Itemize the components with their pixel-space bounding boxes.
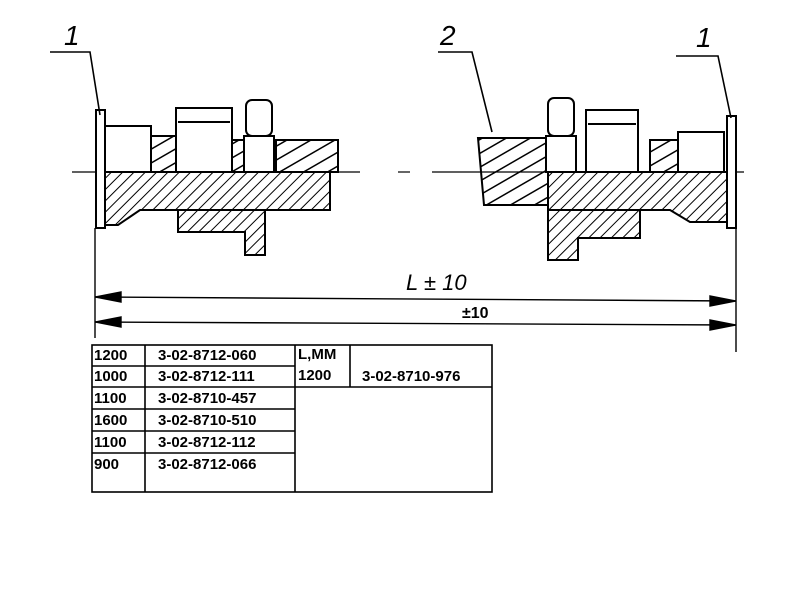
table-cell-code: 3-02-8712-060 xyxy=(158,347,257,364)
table-cell-code: 3-02-8710-510 xyxy=(158,412,257,429)
dimension-lines xyxy=(94,228,737,352)
dimension-secondary: ±10 xyxy=(462,305,489,322)
table-cell-code: 3-02-8710-457 xyxy=(158,390,257,407)
table-cell-length: 1600 xyxy=(94,412,128,429)
dimension-overall-length: L ± 10 xyxy=(406,270,467,295)
table-cell-code: 3-02-8710-976 xyxy=(362,368,461,385)
callout-1-right: 1 xyxy=(696,22,712,53)
table-cell-length: 1000 xyxy=(94,368,128,385)
table-cell-length: 1100 xyxy=(94,434,127,451)
callout-leaders xyxy=(50,51,732,133)
table-cell-length: 1200 xyxy=(94,347,128,364)
table-header-length-mm: L,MM xyxy=(298,346,337,363)
table-cell-code: 3-02-8712-111 xyxy=(158,368,255,385)
table-cell-code: 3-02-8712-066 xyxy=(158,456,257,473)
table-cell-code: 3-02-8712-112 xyxy=(158,434,256,451)
table-cell-length: 900 xyxy=(94,456,120,473)
table-cell-length: 1200 xyxy=(298,367,332,384)
right-hose-fitting xyxy=(476,97,737,261)
table-cell-length: 1100 xyxy=(94,390,127,407)
callout-1-left: 1 xyxy=(64,20,80,51)
left-hose-fitting xyxy=(95,99,339,256)
callout-2: 2 xyxy=(440,20,456,51)
spec-table-grid xyxy=(91,344,493,493)
